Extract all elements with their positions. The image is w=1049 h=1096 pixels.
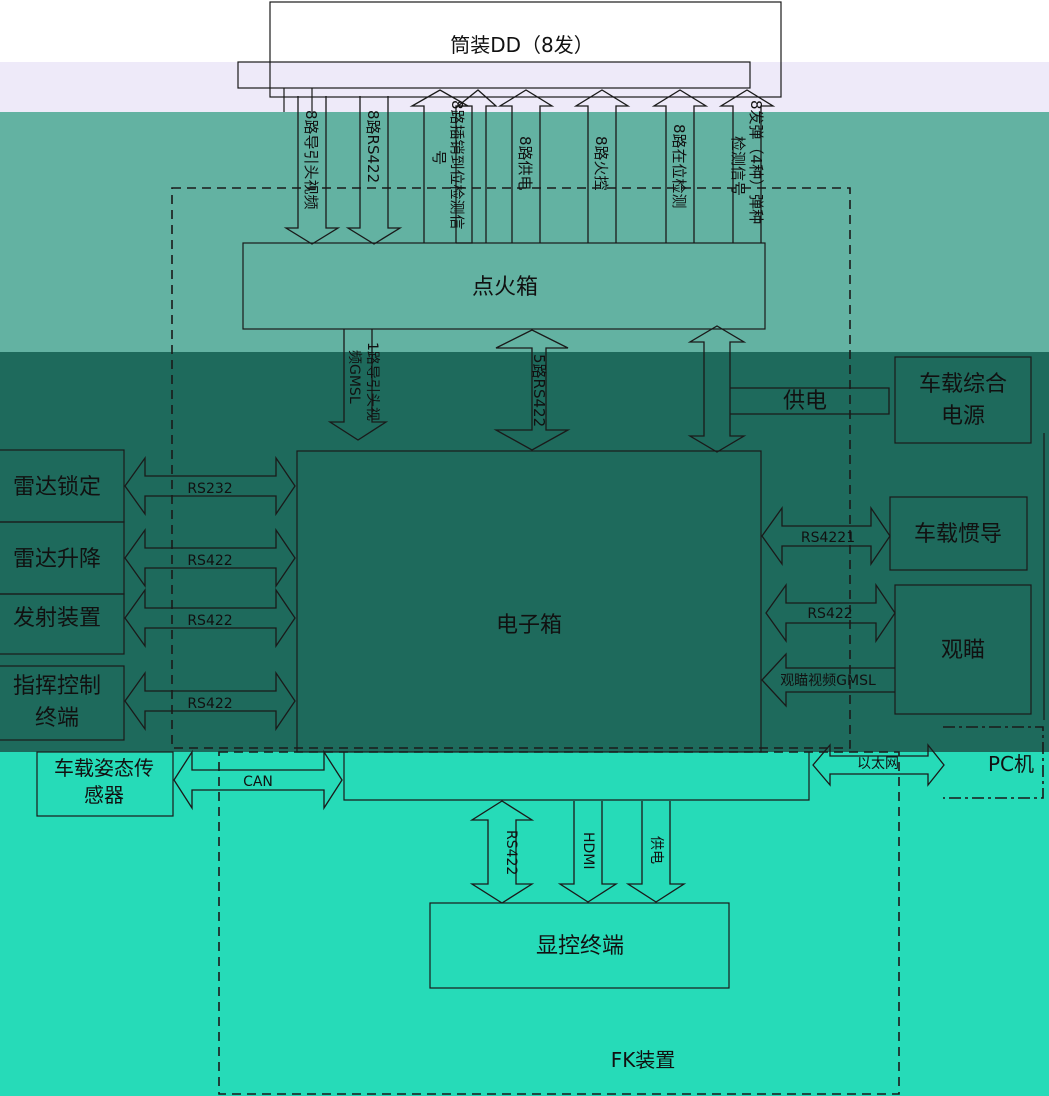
right-link-ins: RS4221 <box>801 530 855 546</box>
link-arrow-power-horizontal <box>730 387 890 415</box>
band-top <box>0 62 1049 112</box>
link-arrow-seeker-video <box>283 96 341 245</box>
tube-inner-box <box>237 61 751 89</box>
attitude-sensor-line2: 感器 <box>84 783 124 807</box>
vehicle-power-line1: 车载综合 <box>919 372 1007 397</box>
ignition-box <box>242 242 766 330</box>
top-link-label-6: 8路在位检测 <box>670 124 688 209</box>
link-arrow-sight-video <box>761 652 895 708</box>
bottom-link-label-2: HDMI <box>580 832 596 870</box>
top-link-label-4: 8路供电 <box>516 136 534 191</box>
left-link-label-1: RS232 <box>187 481 232 497</box>
top-link-label-1: 8路导引头视频 <box>302 110 320 210</box>
sight-box <box>894 584 1032 715</box>
link-arrow-can <box>173 749 343 811</box>
link-arrow-display-rs422 <box>469 800 535 904</box>
top-link-label-7a: 8发弹（4种）弹种 <box>747 100 765 224</box>
link-arrow-presence <box>651 89 709 243</box>
electronics-box-lower <box>343 752 810 801</box>
radar-lift-label: 雷达升降 <box>13 547 101 572</box>
display-terminal-box <box>429 902 730 989</box>
top-link-label-7b: 检测信号 <box>729 136 747 196</box>
link-arrow-rs422-5 <box>493 329 571 451</box>
link-arrow-type <box>718 89 776 243</box>
left-link-label-4: RS422 <box>187 696 232 712</box>
right-link-sight-video: 观瞄视频GMSL <box>780 673 876 689</box>
command-terminal-line2: 终端 <box>35 706 79 731</box>
mid-link-power: 供电 <box>783 389 827 414</box>
tube-label: 筒装DD（8发） <box>450 33 594 57</box>
link-arrow-ins <box>761 505 891 567</box>
right-link-ethernet: 以太网 <box>857 756 899 772</box>
bottom-link-label-1: RS422 <box>503 830 519 875</box>
attitude-sensor-line1: 车载姿态传 <box>54 756 154 780</box>
link-arrow-radar-lift <box>124 527 296 589</box>
top-link-label-3b: 号 <box>430 150 448 165</box>
tube-box <box>269 1 782 98</box>
mid-link-video-gmsl-a: 1路导引头视 <box>364 342 380 421</box>
bottom-link-label-3: 供电 <box>648 836 664 864</box>
link-arrow-launcher <box>124 587 296 649</box>
launcher-box <box>0 593 125 655</box>
band-bright <box>0 752 1049 1096</box>
band-dark <box>0 352 1049 752</box>
vehicle-ins-label: 车载惯导 <box>914 522 1002 547</box>
mid-link-video-gmsl-b: 频GMSL <box>346 350 362 404</box>
right-link-sight: RS422 <box>807 606 852 622</box>
mid-link-rs422-5: 5路RS422 <box>530 354 548 427</box>
link-arrow-radar-lock <box>124 455 296 517</box>
link-arrow-rs422-8 <box>345 96 403 245</box>
link-arrow-fire <box>573 89 631 243</box>
link-arrow-ethernet <box>812 743 945 787</box>
launcher-label: 发射装置 <box>13 606 101 631</box>
link-arrow-power-vertical <box>687 325 747 453</box>
ignition-enclosure <box>171 187 851 749</box>
command-terminal-box <box>0 665 125 741</box>
link-arrow-sight <box>765 582 896 644</box>
band-light <box>0 112 1049 352</box>
left-link-label-5: CAN <box>243 774 273 790</box>
link-arrow-video-gmsl <box>327 329 389 441</box>
top-link-label-2: 8路RS422 <box>364 110 382 183</box>
vehicle-power-line2: 电源 <box>941 404 985 429</box>
link-arrow-supply <box>497 89 555 243</box>
link-arrow-pin-detect <box>409 89 471 243</box>
radar-lock-label: 雷达锁定 <box>13 475 101 500</box>
fk-device-label: FK装置 <box>611 1048 676 1072</box>
left-link-label-2: RS422 <box>187 553 232 569</box>
vehicle-ins-box <box>889 496 1028 571</box>
pc-label: PC机 <box>988 752 1034 776</box>
vehicle-power-box <box>894 356 1032 444</box>
command-terminal-line1: 指挥控制 <box>13 674 101 699</box>
ignition-label: 点火箱 <box>472 275 538 300</box>
pc-enclosure <box>943 726 1044 799</box>
link-arrow-command <box>124 670 296 732</box>
electronics-label: 电子箱 <box>496 613 562 638</box>
electronics-box <box>296 450 762 753</box>
display-terminal-label: 显控终端 <box>536 934 624 959</box>
sight-label: 观瞄 <box>941 638 985 663</box>
link-arrow-hdmi <box>557 801 619 903</box>
fk-enclosure <box>218 751 900 1095</box>
top-link-label-5: 8路火控 <box>592 136 610 191</box>
link-arrow-pin-detect-2 <box>456 89 498 244</box>
left-link-label-3: RS422 <box>187 613 232 629</box>
link-arrow-display-power <box>625 801 687 903</box>
top-link-label-3a: 8路插销到位检测信 <box>448 100 466 230</box>
attitude-sensor-box <box>36 751 174 817</box>
